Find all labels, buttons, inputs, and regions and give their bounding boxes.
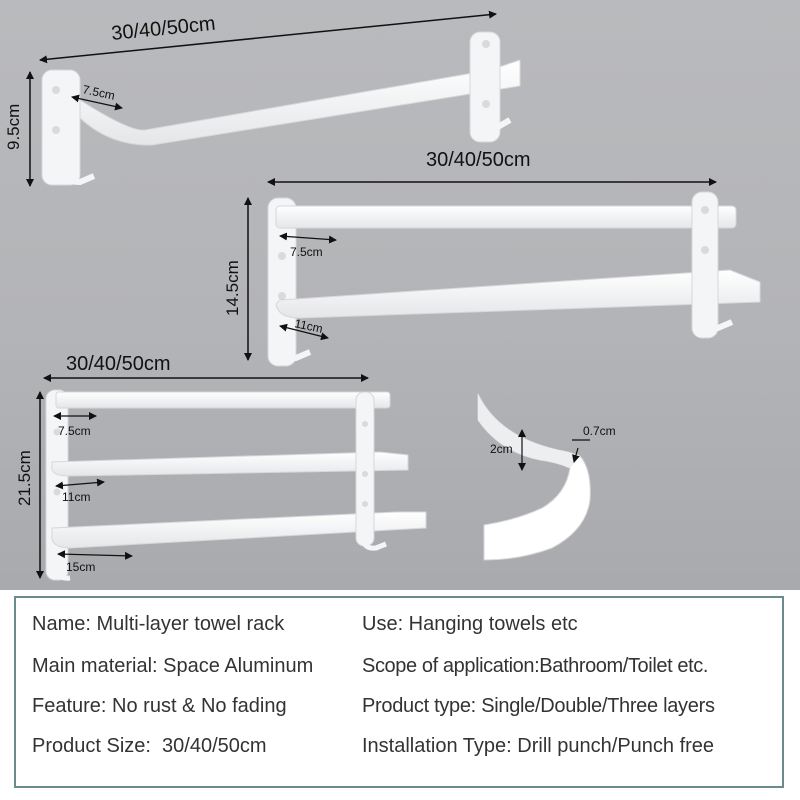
bottom-bar: [51, 511, 427, 549]
rack2-depth-top-label: 7.5cm: [290, 245, 323, 259]
rack2-depth-top-line: [279, 232, 337, 244]
left-wall-bracket: [41, 69, 81, 186]
spec-scope: Scope of application:Bathroom/Toilet etc…: [362, 655, 709, 677]
rack3-height-label: 21.5cm: [15, 450, 34, 506]
profile-height-label: 2cm: [490, 442, 513, 456]
profile-closeup: [477, 393, 591, 561]
rack1-depth-line: [71, 94, 123, 111]
rack1-depth-label: 7.5cm: [81, 82, 116, 102]
profile-thickness-pointer: [572, 447, 580, 463]
upper-bar: [275, 205, 737, 229]
rack2-width-label: 30/40/50cm: [426, 149, 531, 171]
spec-name: Name: Multi-layer towel rack: [32, 613, 285, 635]
rack3-depth-top-label: 7.5cm: [58, 424, 91, 438]
right-wall-bracket: [355, 391, 375, 547]
rack3-depth-bottom-label: 15cm: [66, 560, 95, 574]
right-hook: [700, 309, 734, 332]
rack3-depth-bottom-line: [57, 550, 133, 560]
spec-installation: Installation Type: Drill punch/Punch fre…: [362, 735, 715, 757]
spec-material: Main material: Space Aluminum: [32, 655, 314, 677]
spec-size: Product Size: 30/40/50cm: [32, 735, 267, 757]
three-layer-rack: [45, 389, 427, 581]
right-hook: [480, 109, 512, 132]
middle-bar: [51, 451, 409, 477]
rack1-width-label: 30/40/50cm: [110, 13, 216, 45]
spec-panel: Name: Multi-layer towel rack Use: Hangin…: [14, 596, 784, 788]
rack3-depth-mid-label: 11cm: [62, 490, 90, 504]
rack1-width-line: [39, 10, 497, 64]
rack1-height-label: 9.5cm: [4, 104, 23, 150]
spec-use: Use: Hanging towels etc: [362, 613, 578, 635]
rack2-depth-bottom-line: [279, 323, 329, 341]
rack2-height-label: 14.5cm: [223, 260, 242, 316]
right-hook: [360, 529, 387, 551]
spec-feature: Feature: No rust & No fading: [32, 695, 287, 717]
rack3-depth-mid-line: [55, 478, 105, 490]
product-photo: 30/40/50cm 9.5cm 7.5cm 30/40/50cm 14.5cm…: [0, 0, 800, 590]
left-hook: [60, 159, 96, 186]
lower-bar: [275, 269, 761, 319]
towel-rack-illustration: 30/40/50cm 9.5cm 7.5cm 30/40/50cm 14.5cm…: [4, 10, 761, 581]
left-hook: [278, 339, 312, 362]
left-hook: [54, 561, 71, 581]
rack2-depth-bottom-label: 11cm: [293, 316, 324, 336]
top-bar: [55, 391, 391, 409]
spec-product-type: Product type: Single/Double/Three layers: [362, 695, 715, 717]
profile-thickness-label: 0.7cm: [583, 424, 616, 438]
double-layer-rack: [267, 191, 761, 367]
right-wall-bracket: [691, 191, 719, 339]
single-bar: [79, 59, 521, 146]
rack3-width-label: 30/40/50cm: [66, 353, 171, 375]
